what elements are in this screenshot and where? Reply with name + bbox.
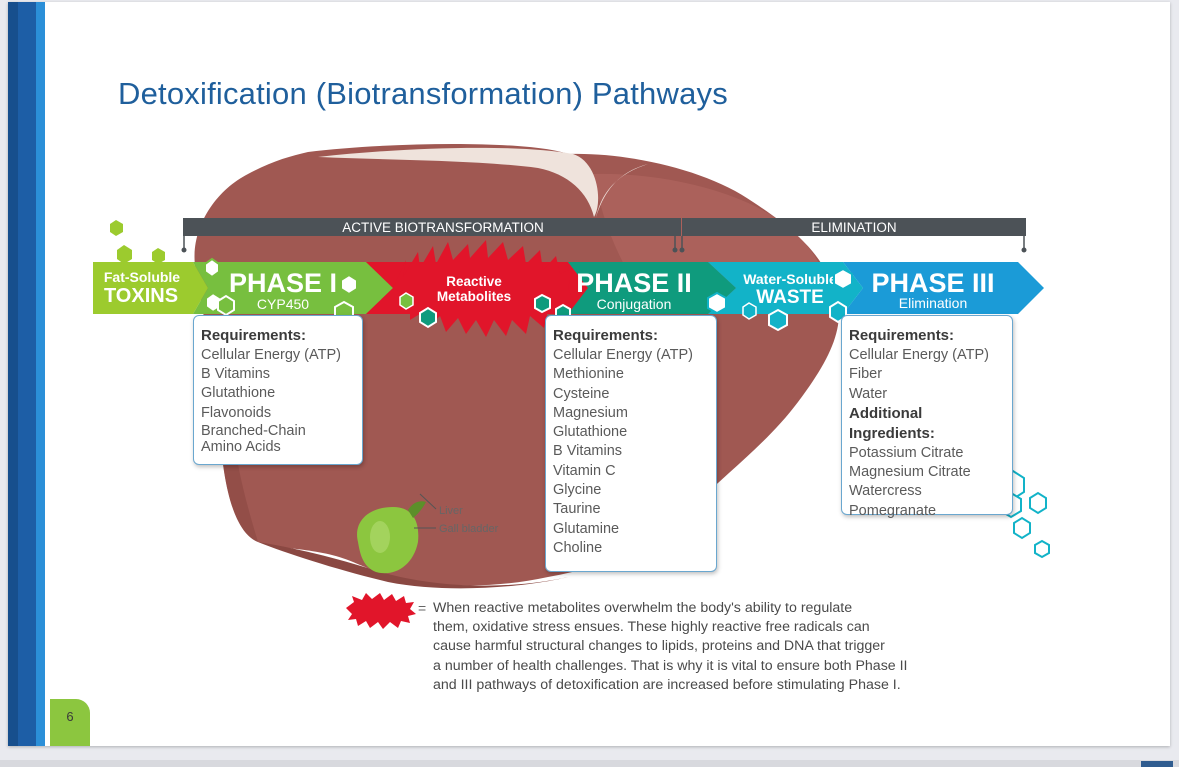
slide-page: Detoxification (Biotransformation) Pathw… [8, 2, 1170, 746]
phase1-subtitle: CYP450 [257, 296, 309, 312]
reactive-bottom-text: Metabolites [437, 289, 511, 304]
active-biotransformation-bracket: ACTIVE BIOTRANSFORMATION [181, 218, 681, 253]
list-item: Amino Acids [201, 438, 281, 455]
phase3-hexagon [1034, 539, 1050, 559]
page-number: 6 [66, 709, 74, 724]
list-item: Pomegranate [849, 502, 937, 519]
active-biotransformation-label: ACTIVE BIOTRANSFORMATION [342, 220, 544, 235]
phase3-arrow [843, 262, 1044, 314]
elimination-label: ELIMINATION [811, 220, 896, 235]
phase2-requirements-box: Requirements: Cellular Energy (ATP) Meth… [545, 315, 717, 572]
phase1-hexagon [204, 257, 220, 279]
list-item: Taurine [553, 501, 601, 518]
waste-hexagon [833, 267, 853, 291]
footnote-line: When reactive metabolites overwhelm the … [433, 600, 853, 616]
waste-hexagon [768, 308, 788, 332]
footnote-line: a number of health challenges. That is w… [433, 657, 908, 674]
waste-top-text: Water-Soluble [743, 271, 837, 287]
phase1-hexagon [217, 294, 235, 317]
phase2-requirements-list: Cellular Energy (ATP) Methionine Cystein… [553, 346, 709, 558]
left-accent-stripe [36, 2, 45, 746]
list-item: Glycine [553, 482, 602, 499]
phase3-additional-heading: Additional Ingredients: [849, 404, 935, 442]
phase1-requirements-box: Requirements: Cellular Energy (ATP) B Vi… [193, 315, 363, 465]
toxins-bottom-text: TOXINS [104, 285, 178, 307]
gall-bladder-label: Gall bladder [439, 523, 499, 535]
list-item: Methionine [553, 366, 624, 383]
waste-bottom-text: WASTE [756, 287, 824, 308]
waste-segment [708, 262, 863, 314]
list-item: Cellular Energy (ATP) [849, 347, 989, 363]
toxin-hexagon [110, 220, 123, 236]
list-item: Cysteine [553, 385, 610, 402]
phase1-title: PHASE I [229, 268, 337, 298]
list-item: Cellular Energy (ATP) [553, 347, 693, 363]
toxins-top-text: Fat-Soluble [104, 269, 180, 285]
list-item: Choline [553, 539, 603, 556]
phase2-requirements-heading: Requirements: [553, 327, 659, 344]
viewer-bottom-strip [0, 760, 1179, 767]
phase1-requirements-list: Cellular Energy (ATP) B Vitamins Glutath… [201, 346, 355, 455]
phase1-arrow [193, 262, 393, 314]
list-item: Branched-Chain [201, 422, 306, 439]
reactive-hexagon [419, 306, 437, 329]
list-item: Water [849, 385, 888, 402]
list-item: Cellular Energy (ATP) [201, 347, 341, 363]
liver-ligament [318, 147, 599, 217]
list-item: Magnesium [553, 404, 628, 421]
phase3-additional-list: Potassium Citrate Magnesium Citrate Wate… [849, 444, 1005, 521]
phase1-requirements-heading: Requirements: [201, 327, 307, 344]
list-item: Watercress [849, 483, 922, 500]
phase2-hexagon [742, 302, 757, 320]
list-item: B Vitamins [553, 443, 623, 460]
pathway-arrows [93, 262, 1044, 314]
reactive-hexagon [534, 293, 551, 314]
reactive-top-text: Reactive [446, 274, 502, 289]
list-item: Glutamine [553, 520, 620, 537]
list-item: Flavonoids [201, 404, 272, 421]
toxin-hexagon [117, 245, 132, 264]
pathway-illustration: Liver Gall bladder ACTIVE BIOTRANSFORMAT… [93, 144, 1050, 629]
list-item: Glutathione [553, 424, 628, 441]
footnote-line: and III pathways of detoxification are i… [433, 676, 901, 693]
slide-title: Detoxification (Biotransformation) Pathw… [118, 76, 728, 111]
footnote-line: cause harmful structural changes to lipi… [433, 638, 885, 655]
phase2-subtitle: Conjugation [597, 296, 672, 312]
elimination-bracket: ELIMINATION [679, 218, 1027, 253]
liver-leader-line [419, 493, 437, 510]
legend-starburst-icon [346, 593, 416, 629]
phase3-hexagon [1013, 516, 1031, 540]
toxin-hexagon [152, 248, 165, 264]
liver-label: Liver [439, 505, 463, 517]
phase3-requirements-list: Cellular Energy (ATP) Fiber Water [849, 346, 1005, 404]
reactive-starburst [393, 240, 574, 337]
left-band-shade [8, 2, 18, 746]
gall-bladder [357, 501, 426, 574]
viewer-corner-tab [1141, 761, 1173, 767]
phase2-hexagon [707, 291, 727, 315]
phase2-arrow [568, 262, 736, 314]
list-item: Magnesium Citrate [849, 464, 971, 481]
phase3-requirements-heading: Requirements: [849, 327, 955, 344]
phase3-hexagon [1029, 491, 1047, 515]
footnote-text: When reactive metabolites overwhelm the … [433, 599, 953, 695]
toxins-segment [93, 262, 208, 314]
list-item: Potassium Citrate [849, 444, 964, 461]
list-item: Vitamin C [553, 462, 616, 479]
phase3-requirements-box: Requirements: Cellular Energy (ATP) Fibe… [841, 315, 1013, 519]
list-item: Fiber [849, 366, 883, 383]
phase3-title: PHASE III [871, 268, 994, 298]
phase3-subtitle: Elimination [899, 295, 967, 311]
phase1-hexagon [340, 273, 358, 296]
list-item: B Vitamins [201, 366, 271, 383]
footnote-line: them, oxidative stress ensues. These hig… [433, 619, 870, 636]
footnote-equals-sign: = [418, 600, 427, 616]
phase2-title: PHASE II [576, 268, 692, 298]
list-item: Glutathione [201, 385, 276, 402]
page-number-tab: 6 [50, 699, 90, 746]
reactive-hexagon [399, 292, 414, 310]
